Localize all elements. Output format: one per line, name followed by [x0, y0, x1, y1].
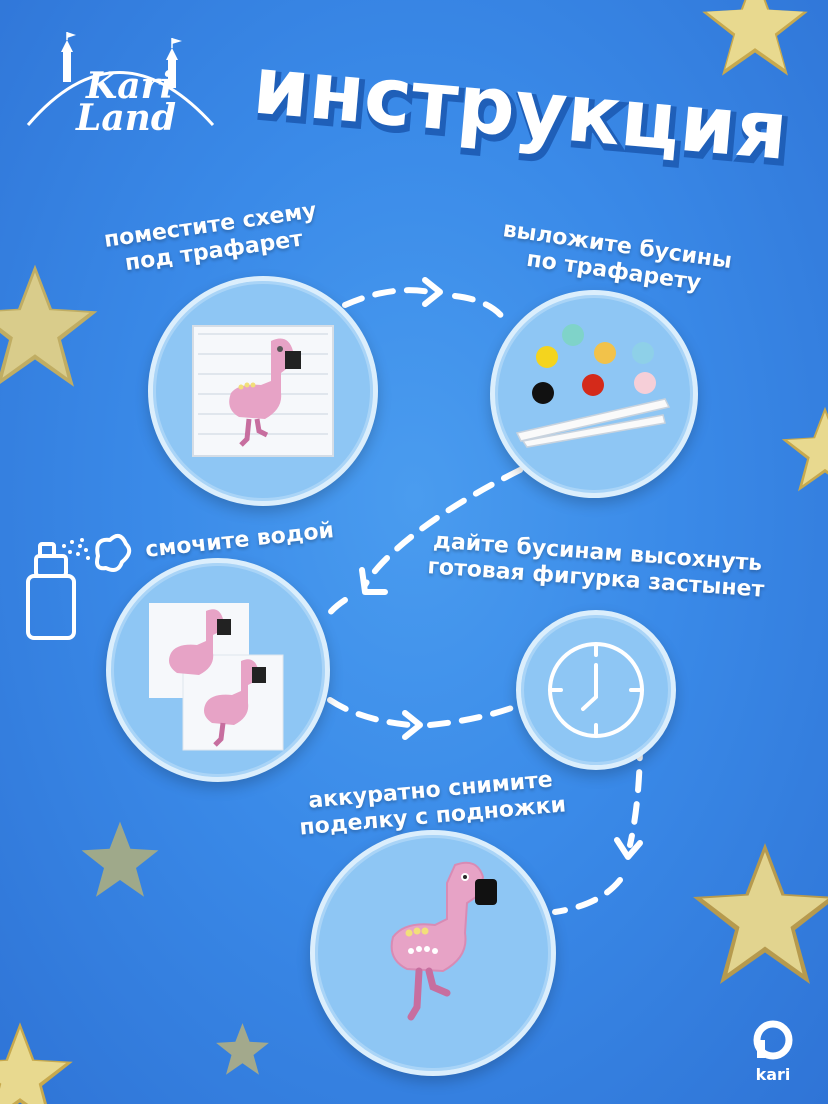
star-icon — [781, 406, 828, 492]
clock-icon — [548, 642, 644, 738]
step-4-caption: дайте бусинам высохнуть готовая фигурка … — [426, 528, 766, 603]
template-with-scheme-image — [192, 325, 334, 457]
logo-line1: Kari — [85, 65, 173, 107]
wet-templates-image — [149, 603, 284, 751]
star-icon — [693, 843, 828, 984]
kariland-logo: Kari Land — [26, 32, 215, 139]
step-3-circle — [106, 558, 330, 782]
step-4-circle — [516, 610, 676, 770]
step-1-caption: поместите схему под трафарет — [102, 198, 319, 277]
kari-logo-text: kari — [756, 1065, 791, 1084]
step-1-circle — [148, 276, 378, 506]
page-title: инструкция инструкция — [249, 48, 797, 178]
star-icon — [0, 264, 98, 387]
star-icon — [702, 0, 808, 76]
kari-logo: kari — [753, 1020, 793, 1084]
finished-flamingo-image — [390, 861, 497, 1021]
step-2-caption: выложите бусины по трафарету — [501, 217, 734, 296]
step-2-circle — [490, 290, 698, 498]
star-icon — [0, 1022, 73, 1104]
beads-and-tweezers-image — [515, 324, 671, 448]
star-icon — [216, 1023, 269, 1075]
step-5-circle — [310, 830, 556, 1076]
spray-bottle-icon — [26, 533, 132, 640]
star-icon — [81, 821, 159, 897]
step-3-caption: смочите водой — [144, 518, 336, 563]
logo-line2: Land — [75, 97, 176, 139]
